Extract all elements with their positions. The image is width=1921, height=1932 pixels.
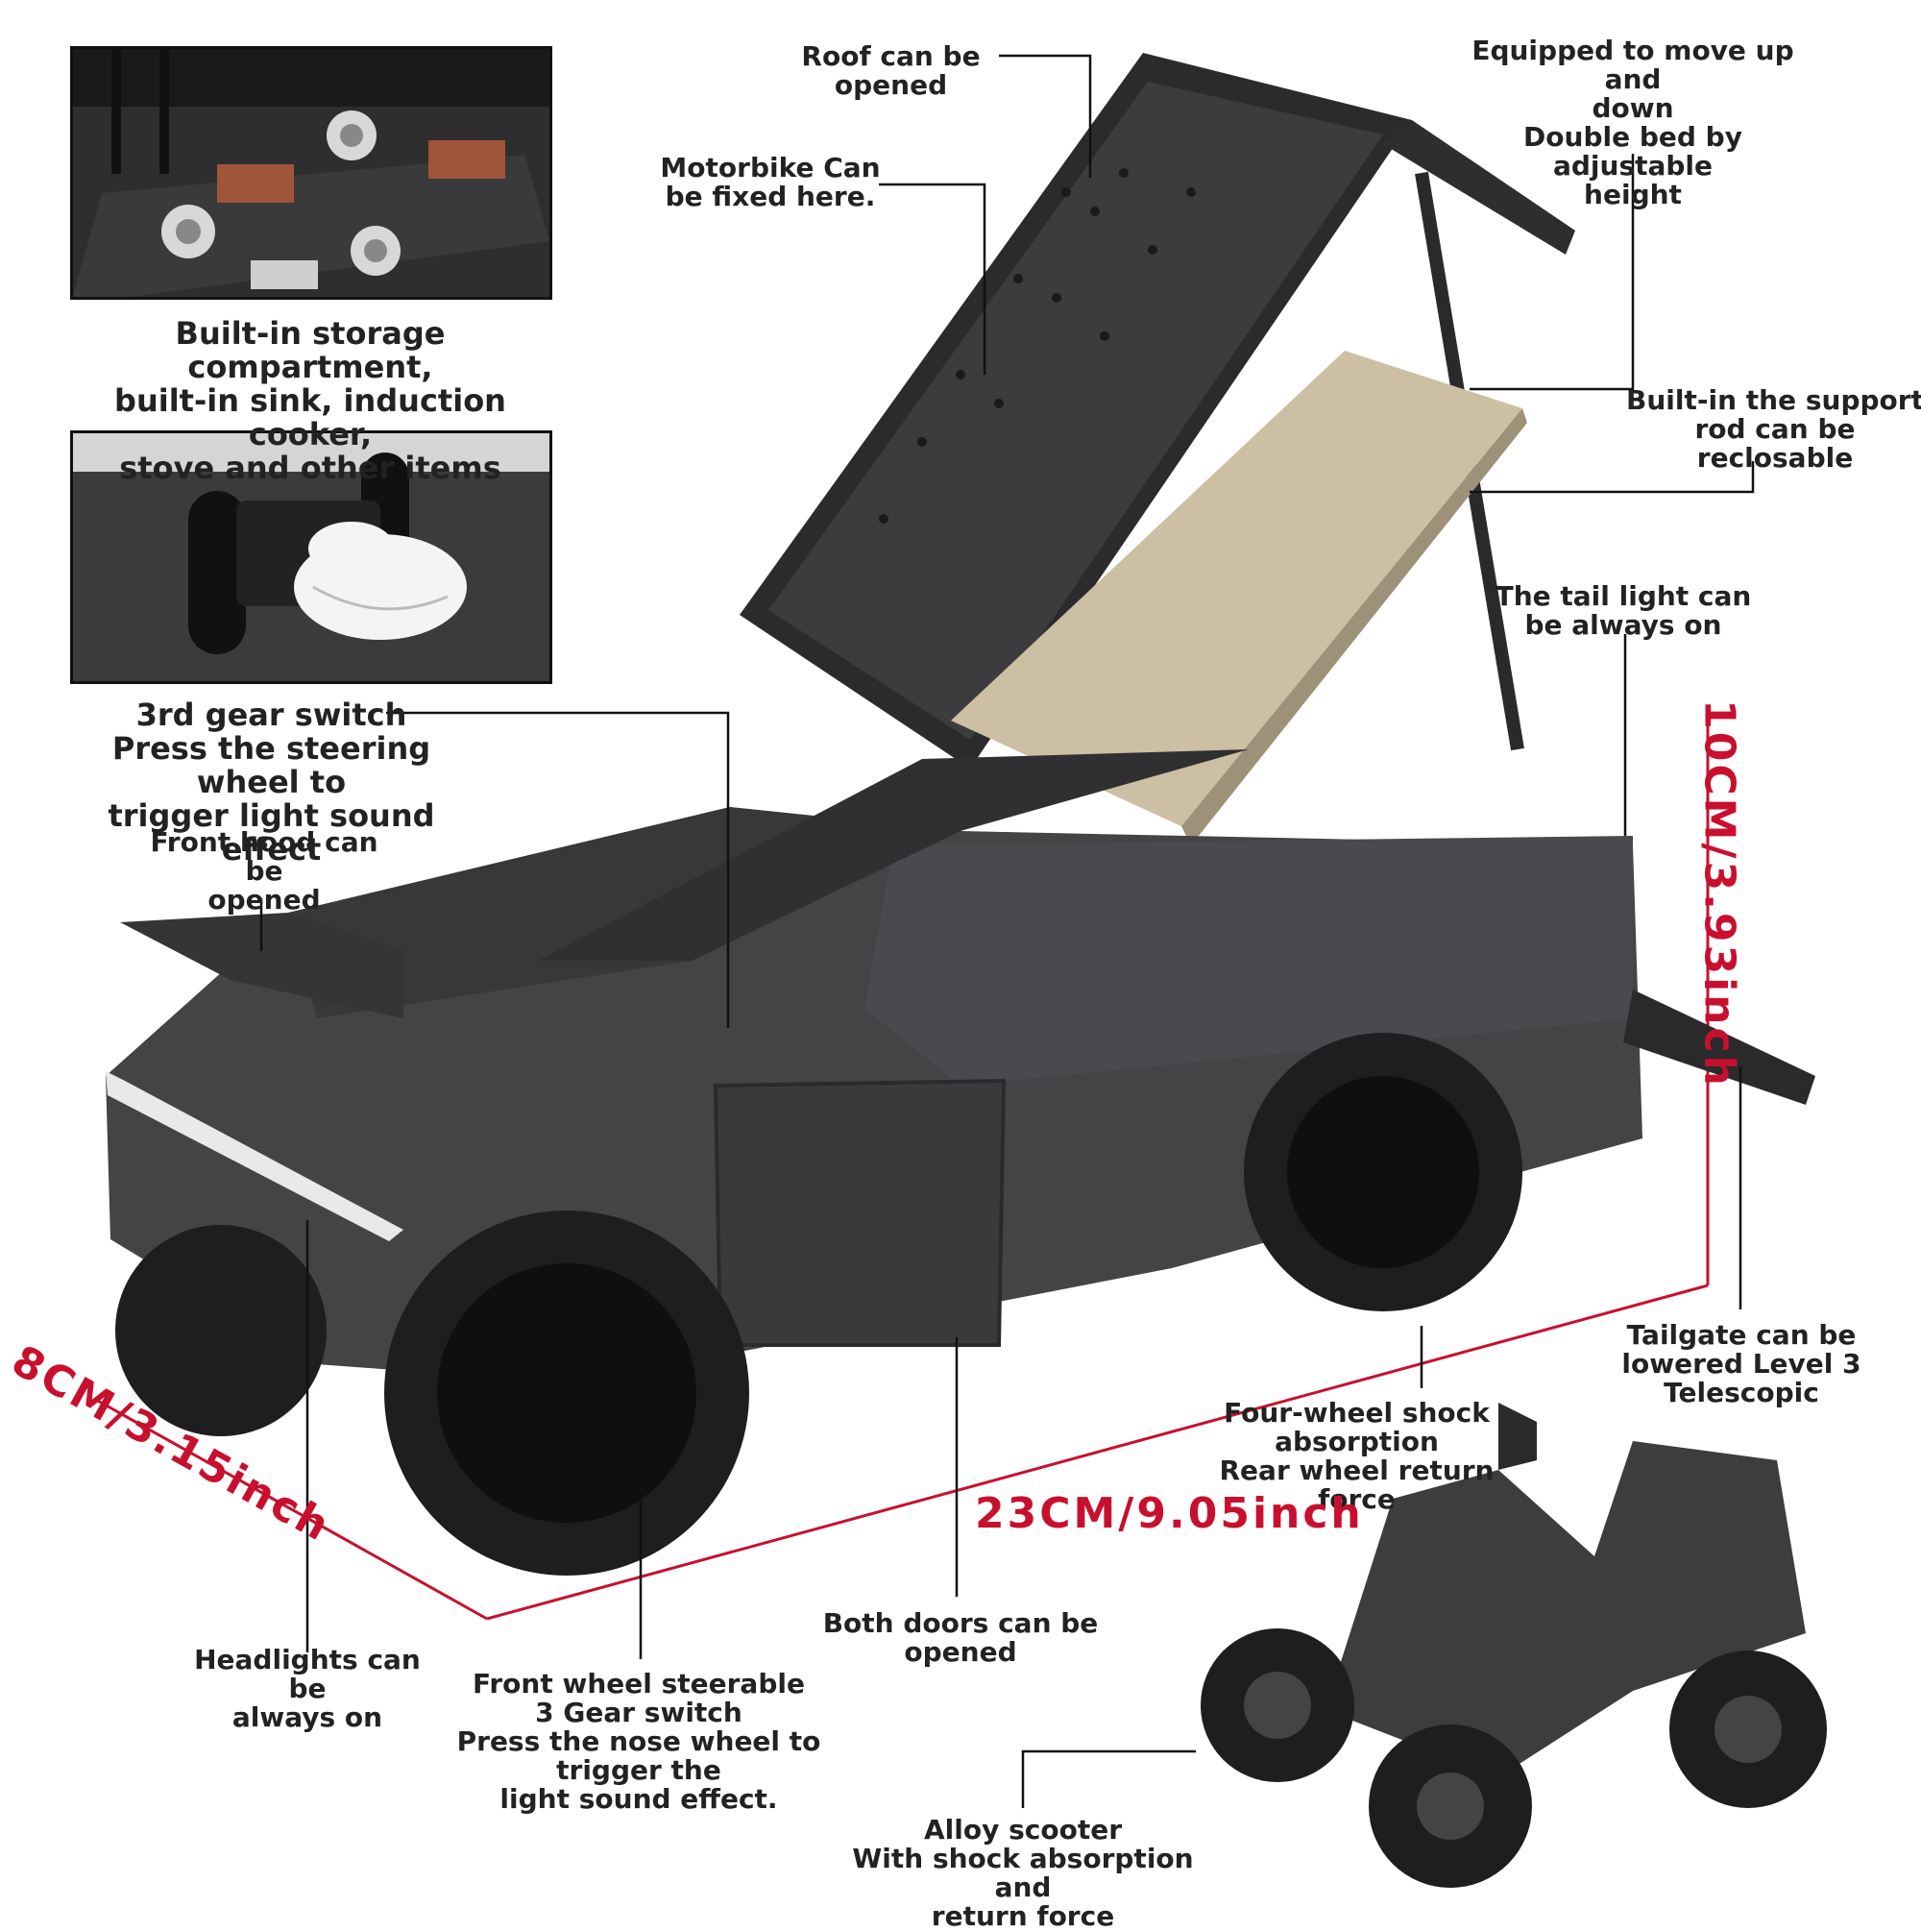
wheels [115,1033,1522,1576]
dimension-length: 23CM/9.05inch [975,1489,1364,1538]
label-roof: Roof can be opened [801,40,981,101]
label-headlights: Headlights can be always on [194,1644,421,1733]
label-support-rod: Built-in the support rod can be reclosab… [1626,384,1921,474]
label-double-bed: Equipped to move up and down Double bed … [1471,35,1794,210]
dimension-lines [95,706,1710,1621]
label-scooter: Alloy scooter With shock absorption and … [852,1814,1194,1932]
roof-tent [740,53,1575,801]
double-bed [951,351,1522,826]
storage-inset-photo [70,46,552,300]
label-tail-light: The tail light can be always on [1495,580,1752,641]
label-tailgate: Tailgate can be lowered Level 3 Telescop… [1621,1319,1861,1408]
callout-lines [259,54,1755,1808]
label-storage: Built-in storage compartment, built-in s… [114,315,506,486]
label-doors: Both doors can be opened [822,1607,1099,1668]
steering-inset-photo [70,430,552,684]
label-shock: Four-wheel shock absorption Rear wheel r… [1219,1397,1495,1515]
label-front-hood: Front hood can be opened [150,826,378,916]
atv-scooter [1201,1403,1827,1888]
label-front-wheel: Front wheel steerable 3 Gear switch Pres… [456,1668,821,1815]
label-gear-switch: 3rd gear switch Press the steering wheel… [108,697,435,868]
dimension-height: 10CM/3.93inch [1694,699,1744,1088]
label-motorbike-mount: Motorbike Can be fixed here. [660,152,881,212]
